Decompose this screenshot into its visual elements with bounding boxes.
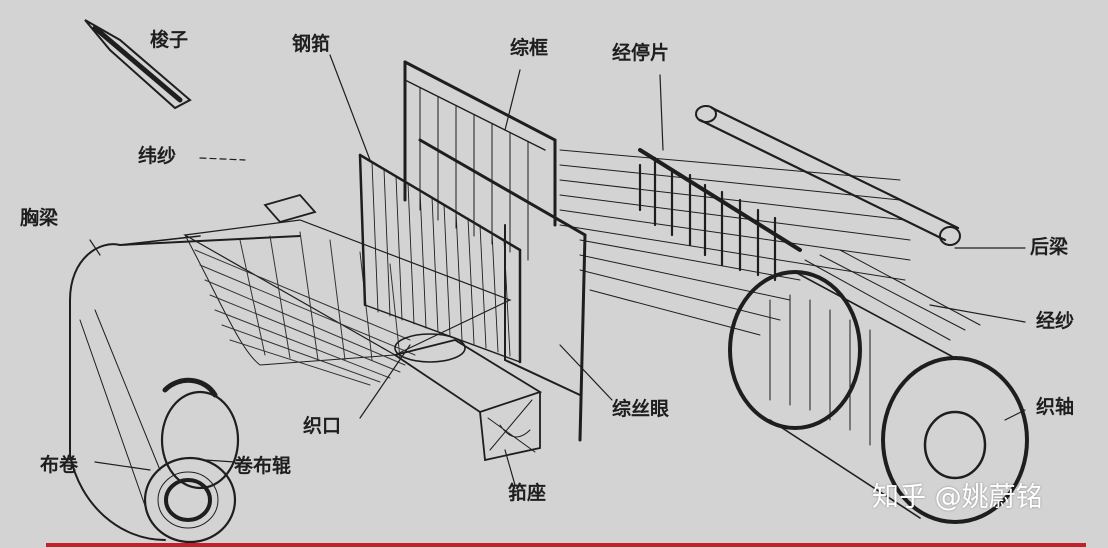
sley-drawing <box>263 193 543 462</box>
label-breast-beam: 胸梁 <box>20 207 59 229</box>
cloth-roll-drawing <box>69 235 301 544</box>
label-shuttle: 梭子 <box>150 29 189 51</box>
label-warp: 经纱 <box>1036 310 1075 332</box>
label-reed: 钢筘 <box>292 33 331 55</box>
label-weft: 纬纱 <box>138 145 177 167</box>
label-heddle-eye: 综丝眼 <box>612 398 670 420</box>
bottom-accent-bar <box>46 543 1086 547</box>
heald-frame-drawing <box>403 60 587 442</box>
cloth-drawing <box>183 219 512 386</box>
watermark-text: 知乎 @姚蔚铭 <box>872 482 1043 513</box>
warp-drawing <box>559 105 1029 524</box>
label-drop-wire: 经停片 <box>612 42 670 64</box>
shuttle-drawing <box>84 19 192 110</box>
label-take-up-roller: 卷布辊 <box>234 455 292 477</box>
label-heald-frame: 综框 <box>510 37 549 59</box>
label-sley: 筘座 <box>508 482 547 504</box>
leader-lines <box>89 54 1026 486</box>
label-fell: 织口 <box>303 415 342 437</box>
label-cloth-roll: 布卷 <box>40 454 79 476</box>
label-back-beam: 后梁 <box>1030 236 1069 258</box>
reed-drawing <box>358 153 522 364</box>
label-warp-beam: 织轴 <box>1036 396 1075 418</box>
